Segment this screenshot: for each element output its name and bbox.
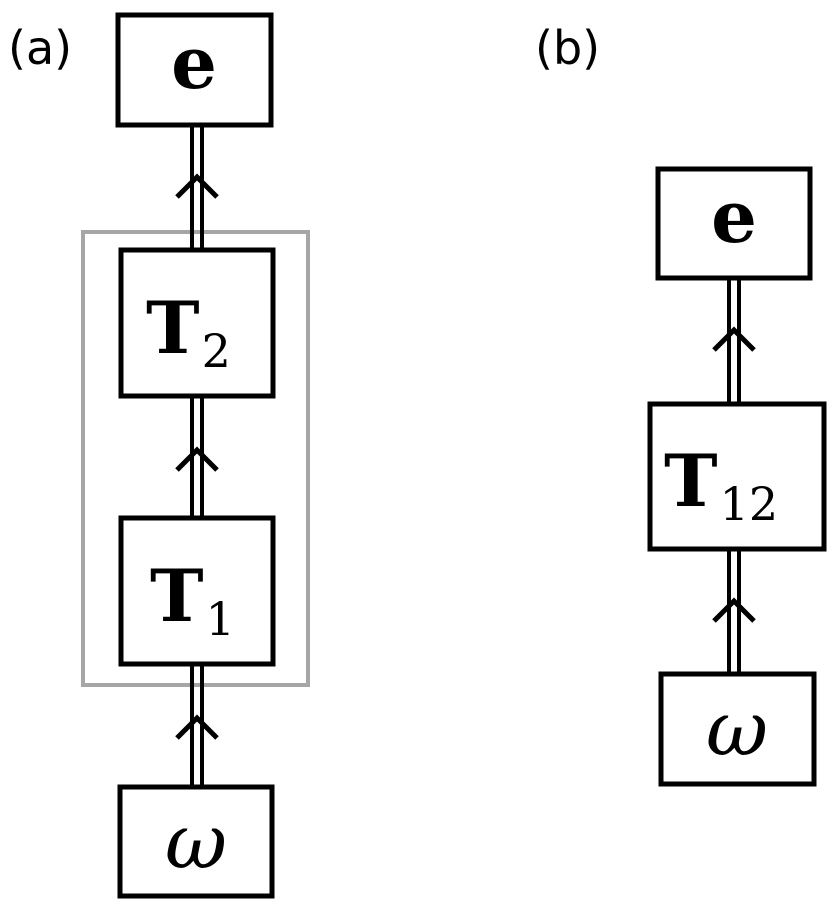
panel-b: (b) e T12 ω <box>535 21 827 787</box>
node-t2-sub: 2 <box>202 324 231 378</box>
node-omega: ω <box>658 671 817 787</box>
node-t1-sub: 1 <box>206 592 235 646</box>
panel-a: (a) e T2 <box>8 12 310 899</box>
connector-omega-to-t1 <box>190 664 204 787</box>
node-t12-sub: 12 <box>720 477 779 531</box>
node-t1-main: T <box>150 553 204 638</box>
node-omega: ω <box>117 784 275 899</box>
node-t2-main: T <box>146 285 200 370</box>
node-t12-main: T <box>664 438 718 523</box>
node-t1: T1 <box>118 515 276 667</box>
node-e: e <box>115 12 274 128</box>
arrowhead-up <box>175 446 219 472</box>
panel-b-label: (b) <box>535 21 600 75</box>
arrowhead-up <box>175 173 219 199</box>
node-e: e <box>655 166 813 281</box>
arrowhead-up <box>712 597 756 623</box>
node-omega-label: ω <box>165 797 227 886</box>
connector-omega-to-t12 <box>727 549 741 674</box>
panel-a-label: (a) <box>8 21 72 75</box>
node-t12-label: T12 <box>664 438 778 531</box>
node-t2: T2 <box>118 247 276 399</box>
node-t1-label: T1 <box>150 553 235 646</box>
connector-t2-to-e <box>190 125 204 250</box>
connector-t12-to-e <box>727 278 741 404</box>
arrowhead-up <box>175 714 219 740</box>
node-e-label: e <box>171 20 217 105</box>
node-e-label: e <box>711 174 757 259</box>
arrowhead-up <box>712 326 756 352</box>
group-box <box>81 230 310 687</box>
node-t2-label: T2 <box>146 285 231 378</box>
node-omega-label: ω <box>706 684 768 773</box>
node-t12: T12 <box>647 401 827 552</box>
